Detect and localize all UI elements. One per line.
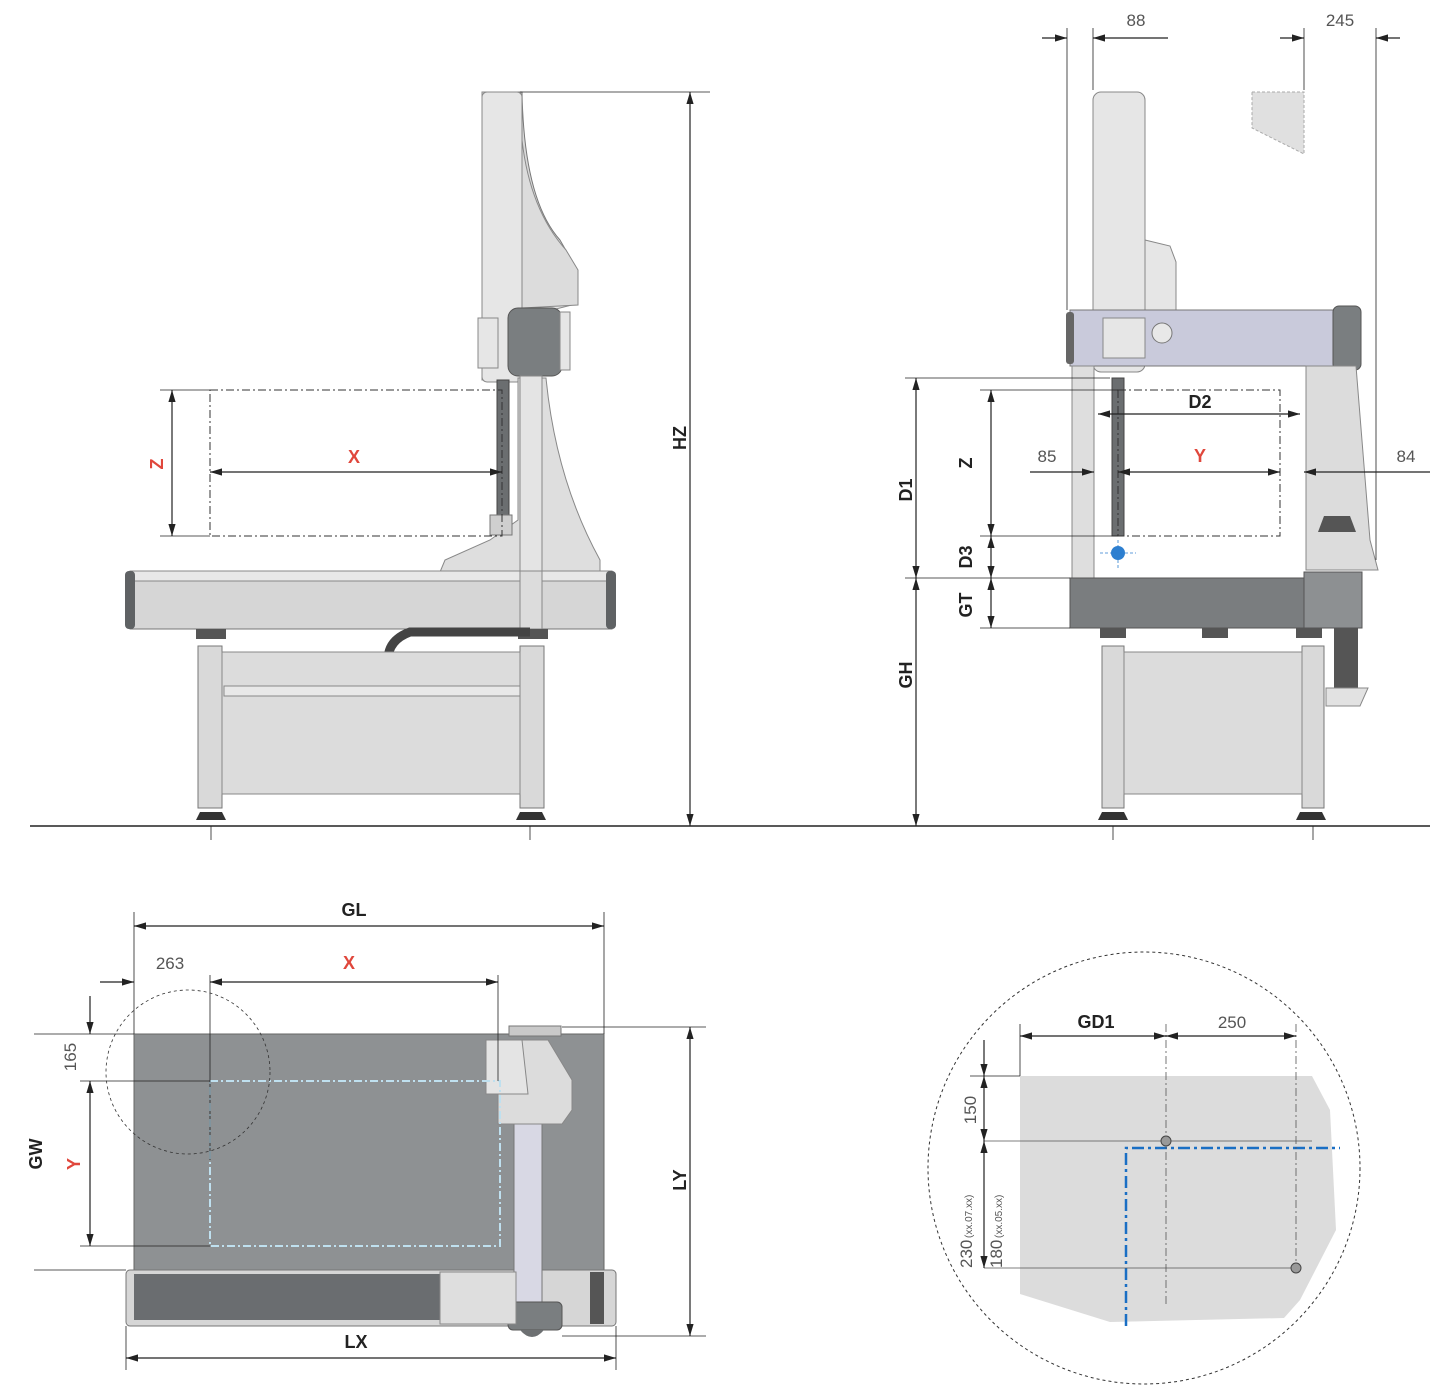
- front-view: 88 245 D1 GH Z D3 GT D2 85 Y: [896, 11, 1430, 840]
- dim-230-note: (xx.07.xx): [964, 1195, 975, 1238]
- side-z-label: Z: [147, 459, 167, 470]
- detail-circle: [927, 951, 1361, 1385]
- gt-label: GT: [956, 592, 976, 617]
- dim-230: 230: [957, 1240, 976, 1268]
- hz-label: HZ: [670, 426, 690, 450]
- side-x-label: X: [348, 447, 360, 467]
- measuring-volume-side: [209, 389, 503, 537]
- d1-label: D1: [896, 478, 916, 501]
- front-column: [1092, 91, 1146, 373]
- gd1-label: GD1: [1077, 1012, 1114, 1032]
- dim-245: 245: [1326, 11, 1354, 30]
- front-z-label: Z: [956, 458, 976, 469]
- ly-label: LY: [670, 1169, 690, 1190]
- front-y-label: Y: [1194, 446, 1206, 466]
- dim-180: 180: [987, 1240, 1006, 1268]
- top-y-label: Y: [64, 1158, 84, 1170]
- dim-150: 150: [961, 1096, 980, 1124]
- dim-88: 88: [1127, 11, 1146, 30]
- stand-leg-left: [197, 645, 223, 809]
- top-x-label: X: [343, 953, 355, 973]
- d3-label: D3: [956, 545, 976, 568]
- dim-84: 84: [1397, 447, 1416, 466]
- d2-label: D2: [1188, 392, 1211, 412]
- side-view: Z X HZ: [125, 91, 710, 840]
- measuring-volume-front: [1117, 389, 1281, 537]
- gw-label: GW: [26, 1138, 46, 1169]
- top-measuring-volume: [209, 1080, 501, 1247]
- detail-view: GD1 250 150 230 (xx.07.xx) 180 (xx.05.xx…: [927, 951, 1361, 1385]
- z-ram: [496, 379, 510, 521]
- dim-250: 250: [1218, 1013, 1246, 1032]
- detail-plate: [1020, 1076, 1336, 1322]
- dim-180-note: (xx.05.xx): [994, 1195, 1005, 1238]
- carriage-head: [507, 307, 563, 377]
- gl-label: GL: [342, 900, 367, 920]
- lx-label: LX: [344, 1332, 367, 1352]
- detail-range: [1124, 1146, 1340, 1326]
- top-view: GL 263 X 165 Y GW LY LX: [26, 900, 706, 1370]
- dim-85: 85: [1038, 447, 1057, 466]
- dim-263: 263: [156, 954, 184, 973]
- stand-leg-right: [519, 645, 545, 809]
- gh-label: GH: [896, 662, 916, 689]
- dim-165: 165: [61, 1043, 80, 1071]
